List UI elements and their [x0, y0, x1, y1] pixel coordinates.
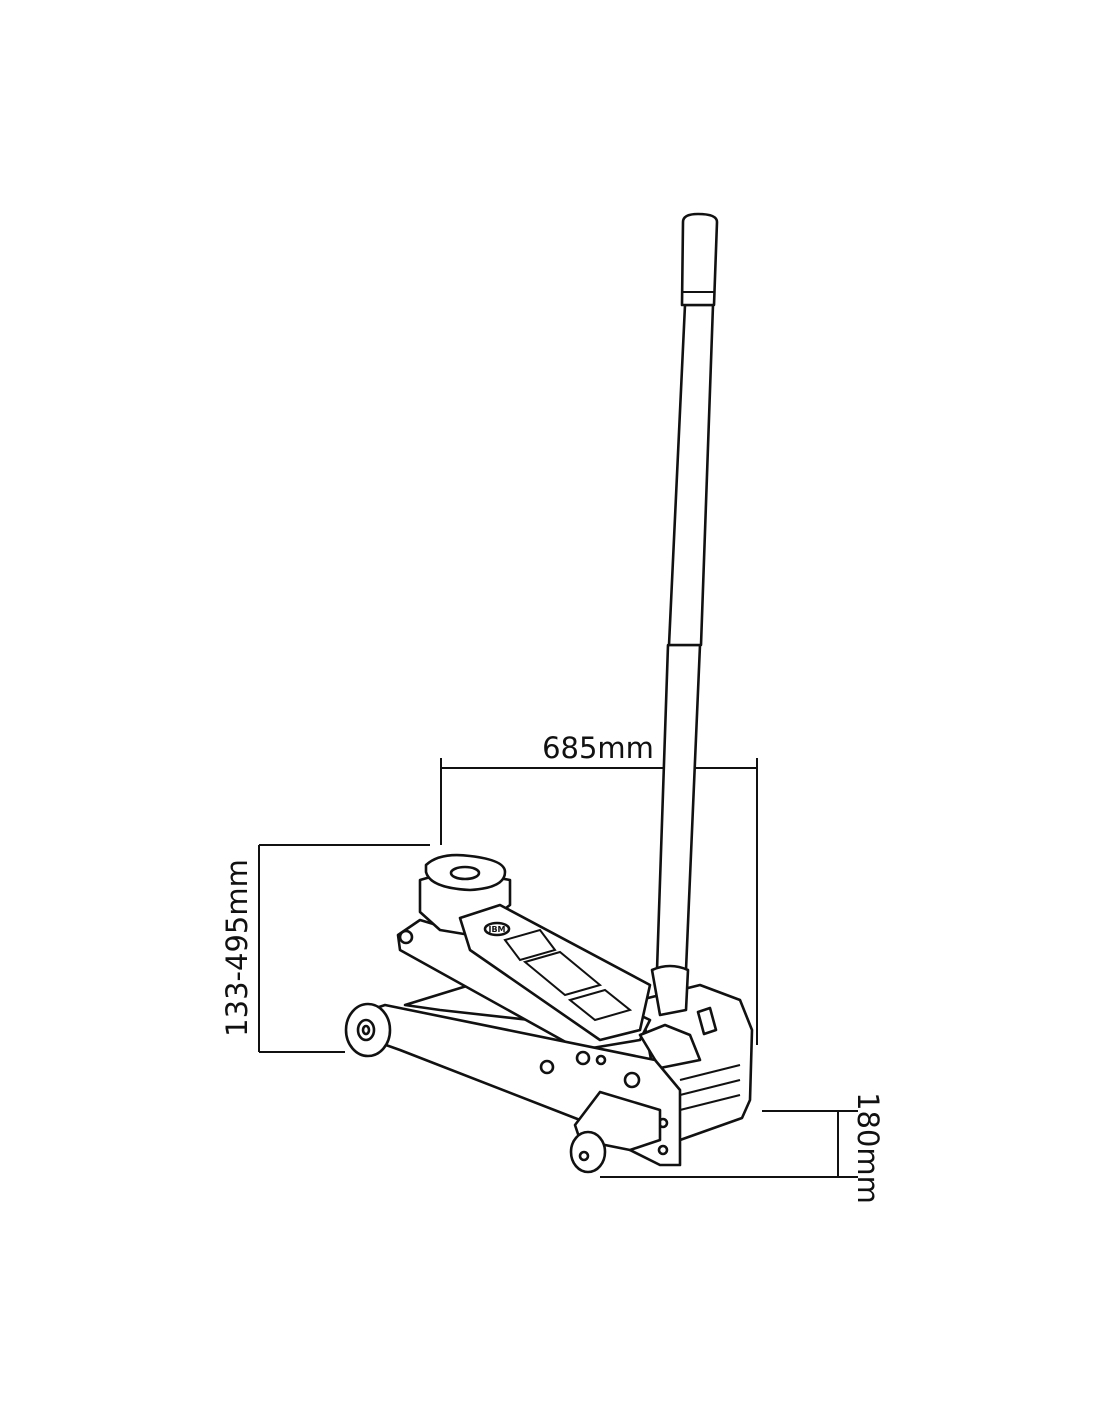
brand-logo [483, 921, 511, 937]
lift-range-dimension: 133-495mm [220, 844, 430, 1053]
length-label: 685mm [542, 731, 654, 765]
length-dimension: 685mm [440, 731, 758, 1045]
handle-grip [680, 212, 719, 307]
jack-body: JBM [344, 853, 754, 1174]
height-dimension: 180mm [600, 1092, 885, 1204]
lift-range-label: 133-495mm [220, 859, 254, 1037]
svg-text:JBM: JBM [487, 925, 505, 934]
rear-wheel [569, 1130, 607, 1174]
height-label: 180mm [851, 1092, 885, 1204]
jack-handle [655, 212, 719, 972]
